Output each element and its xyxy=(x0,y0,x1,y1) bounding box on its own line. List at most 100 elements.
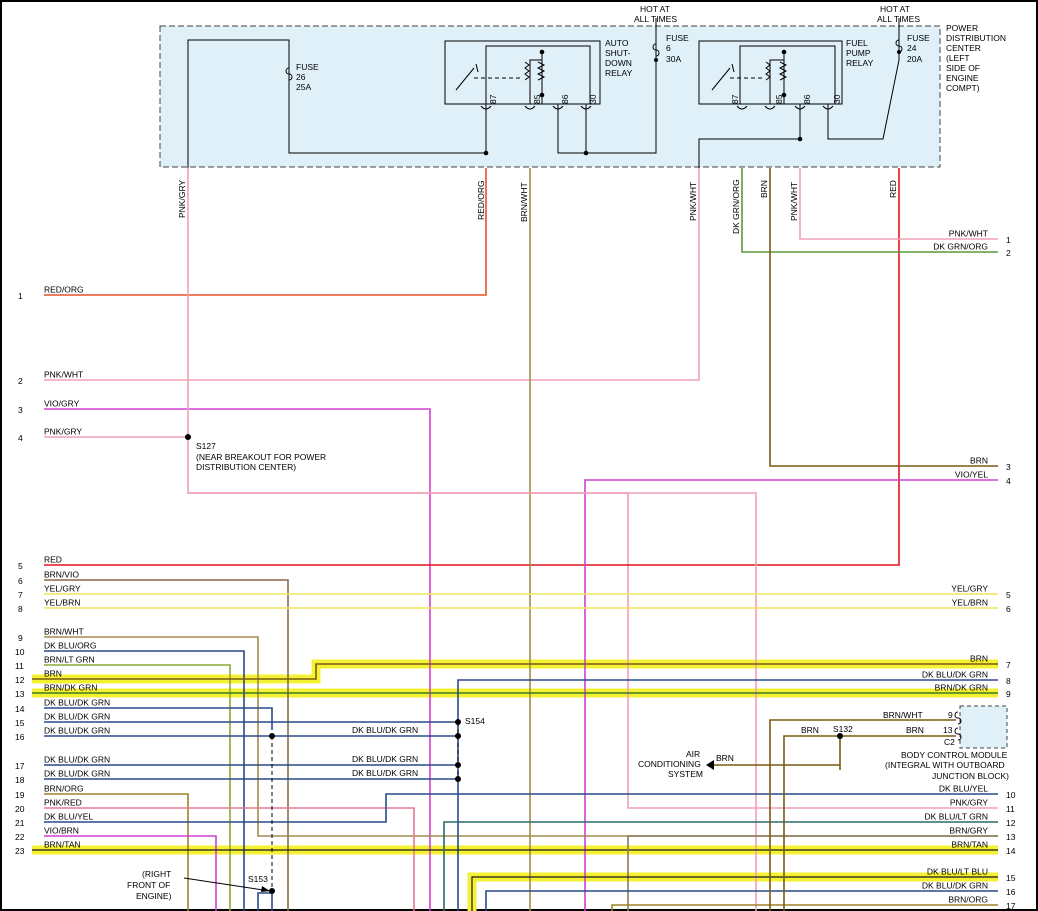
left-row-num: 1 xyxy=(18,291,23,301)
s127-desc-2: DISTRIBUTION CENTER) xyxy=(196,462,296,472)
left-row-label: DK BLU/ORG xyxy=(44,641,96,651)
left-row-num: 4 xyxy=(18,433,23,443)
asd-pin-85: 85 xyxy=(532,94,542,104)
left-row-label: PNK/GRY xyxy=(44,427,82,437)
right-front-1: (RIGHT xyxy=(142,869,171,879)
s153-dot xyxy=(269,888,275,894)
right-row-label: DK GRN/ORG xyxy=(933,242,988,252)
left-row-num: 11 xyxy=(15,661,24,671)
left-row-label: BRN/TAN xyxy=(44,840,81,850)
left-connector-rows: 1RED/ORG2PNK/WHT3VIO/GRY4PNK/GRY5RED6BRN… xyxy=(15,285,110,857)
ac-brn-label: BRN xyxy=(716,753,734,763)
left-row-num: 19 xyxy=(15,790,25,800)
left-row-label: BRN/WHT xyxy=(44,627,84,637)
asd-pin-30: 30 xyxy=(588,94,598,104)
left-row-num: 5 xyxy=(18,561,23,571)
vlabel-red-org: RED/ORG xyxy=(476,180,486,220)
pdc-name-7: COMPT) xyxy=(946,83,980,93)
pdc-name-2: DISTRIBUTION xyxy=(946,33,1006,43)
left-row-num: 3 xyxy=(18,405,23,415)
fuse24-num: 24 xyxy=(907,43,917,53)
bcm-name-1: BODY CONTROL MODULE xyxy=(901,750,1008,760)
left-row-num: 7 xyxy=(18,590,23,600)
right-row-num: 7 xyxy=(1006,660,1011,670)
fuse6-label: FUSE xyxy=(666,33,689,43)
bcm-pin13: 13 xyxy=(943,725,953,735)
right-row-num: 5 xyxy=(1006,590,1011,600)
right-row-label: BRN xyxy=(970,456,988,466)
bcm-brn-label: BRN xyxy=(906,725,924,735)
left-row-label: PNK/RED xyxy=(44,798,82,808)
bcm-c2: C2 xyxy=(944,737,955,747)
left-row-num: 10 xyxy=(15,647,25,657)
s154-dot xyxy=(455,719,461,725)
s153-pointer xyxy=(183,877,271,892)
left-row-label: DK BLU/DK GRN xyxy=(44,769,110,779)
left-row-label: BRN/LT GRN xyxy=(44,655,95,665)
left-row-num: 23 xyxy=(15,846,25,856)
asd-relay-1: AUTO xyxy=(605,38,629,48)
left-row-num: 21 xyxy=(15,818,25,828)
vlabel-brn-wht: BRN/WHT xyxy=(519,182,529,222)
splice-dashes xyxy=(271,722,459,893)
splice-dots xyxy=(185,434,843,894)
left-row-num: 18 xyxy=(15,775,25,785)
vlabel-dk-grn-org: DK GRN/ORG xyxy=(731,179,741,234)
s127-dot xyxy=(185,434,191,440)
s132-brn-label: BRN xyxy=(801,725,819,735)
vlabel-red: RED xyxy=(888,180,898,198)
right-row-num: 3 xyxy=(1006,462,1011,472)
bcm-pin9-icon xyxy=(954,711,962,725)
bcm-pin13-icon xyxy=(954,727,962,741)
bcm-brn-wht-label: BRN/WHT xyxy=(883,710,923,720)
left-row-label: PNK/WHT xyxy=(44,370,83,380)
pdc-box xyxy=(159,25,941,168)
bcm-name-2: (INTEGRAL WITH OUTBOARD xyxy=(885,760,1005,770)
left-row-num: 13 xyxy=(15,689,25,699)
fuse6-amp: 30A xyxy=(666,54,681,64)
fuse26-num: 26 xyxy=(296,72,306,82)
fuse6-num: 6 xyxy=(666,43,671,53)
right-row-num: 15 xyxy=(1006,873,1016,883)
right-row-label: PNK/WHT xyxy=(949,229,988,239)
fuse26-label: FUSE xyxy=(296,62,319,72)
right-row-num: 8 xyxy=(1006,676,1011,686)
right-row-label: DK BLU/YEL xyxy=(939,784,988,794)
left-row-num: 17 xyxy=(15,761,25,771)
highlight-bands xyxy=(32,659,998,911)
s132-label: S132 xyxy=(833,724,853,734)
fp-pin-85: 85 xyxy=(774,94,784,104)
left-row-label: VIO/BRN xyxy=(44,826,79,836)
pdc-name-4: (LEFT xyxy=(946,53,970,63)
ac-label-3: SYSTEM xyxy=(668,769,703,779)
pdc-name-3: CENTER xyxy=(946,43,981,53)
right-row-label: DK BLU/DK GRN xyxy=(922,881,988,891)
s127-label: S127 xyxy=(196,441,216,451)
fuse24-amp: 20A xyxy=(907,54,922,64)
ac-label-2: CONDITIONING xyxy=(638,759,701,769)
mid-label-dkblu-16: DK BLU/DK GRN xyxy=(352,725,418,735)
left-row-label: DK BLU/DK GRN xyxy=(44,698,110,708)
right-row-num: 4 xyxy=(1006,476,1011,486)
left-row-label: BRN/DK GRN xyxy=(44,683,97,693)
mid-label-dkblu-18: DK BLU/DK GRN xyxy=(352,768,418,778)
s127-desc-1: (NEAR BREAKOUT FOR POWER xyxy=(196,452,326,462)
mid-label-dkblu-17: DK BLU/DK GRN xyxy=(352,754,418,764)
pdc-junctions xyxy=(483,49,901,156)
left-row-label: DK BLU/DK GRN xyxy=(44,726,110,736)
fp-relay-2: PUMP xyxy=(846,48,871,58)
left-row-num: 15 xyxy=(15,718,25,728)
pdc-name-5: SIDE OF xyxy=(946,63,980,73)
right-row-label: BRN/GRY xyxy=(949,826,988,836)
right-row-num: 6 xyxy=(1006,604,1011,614)
right-row-label: DK BLU/LT GRN xyxy=(925,812,988,822)
right-row-label: YEL/BRN xyxy=(952,598,988,608)
vlabel-pnk-wht: PNK/WHT xyxy=(688,182,698,221)
right-row-label: BRN/DK GRN xyxy=(935,683,988,693)
left-row-num: 6 xyxy=(18,576,23,586)
ac-label-1: AIR xyxy=(686,749,700,759)
vlabel-pnk-gry: PNK/GRY xyxy=(177,180,187,218)
